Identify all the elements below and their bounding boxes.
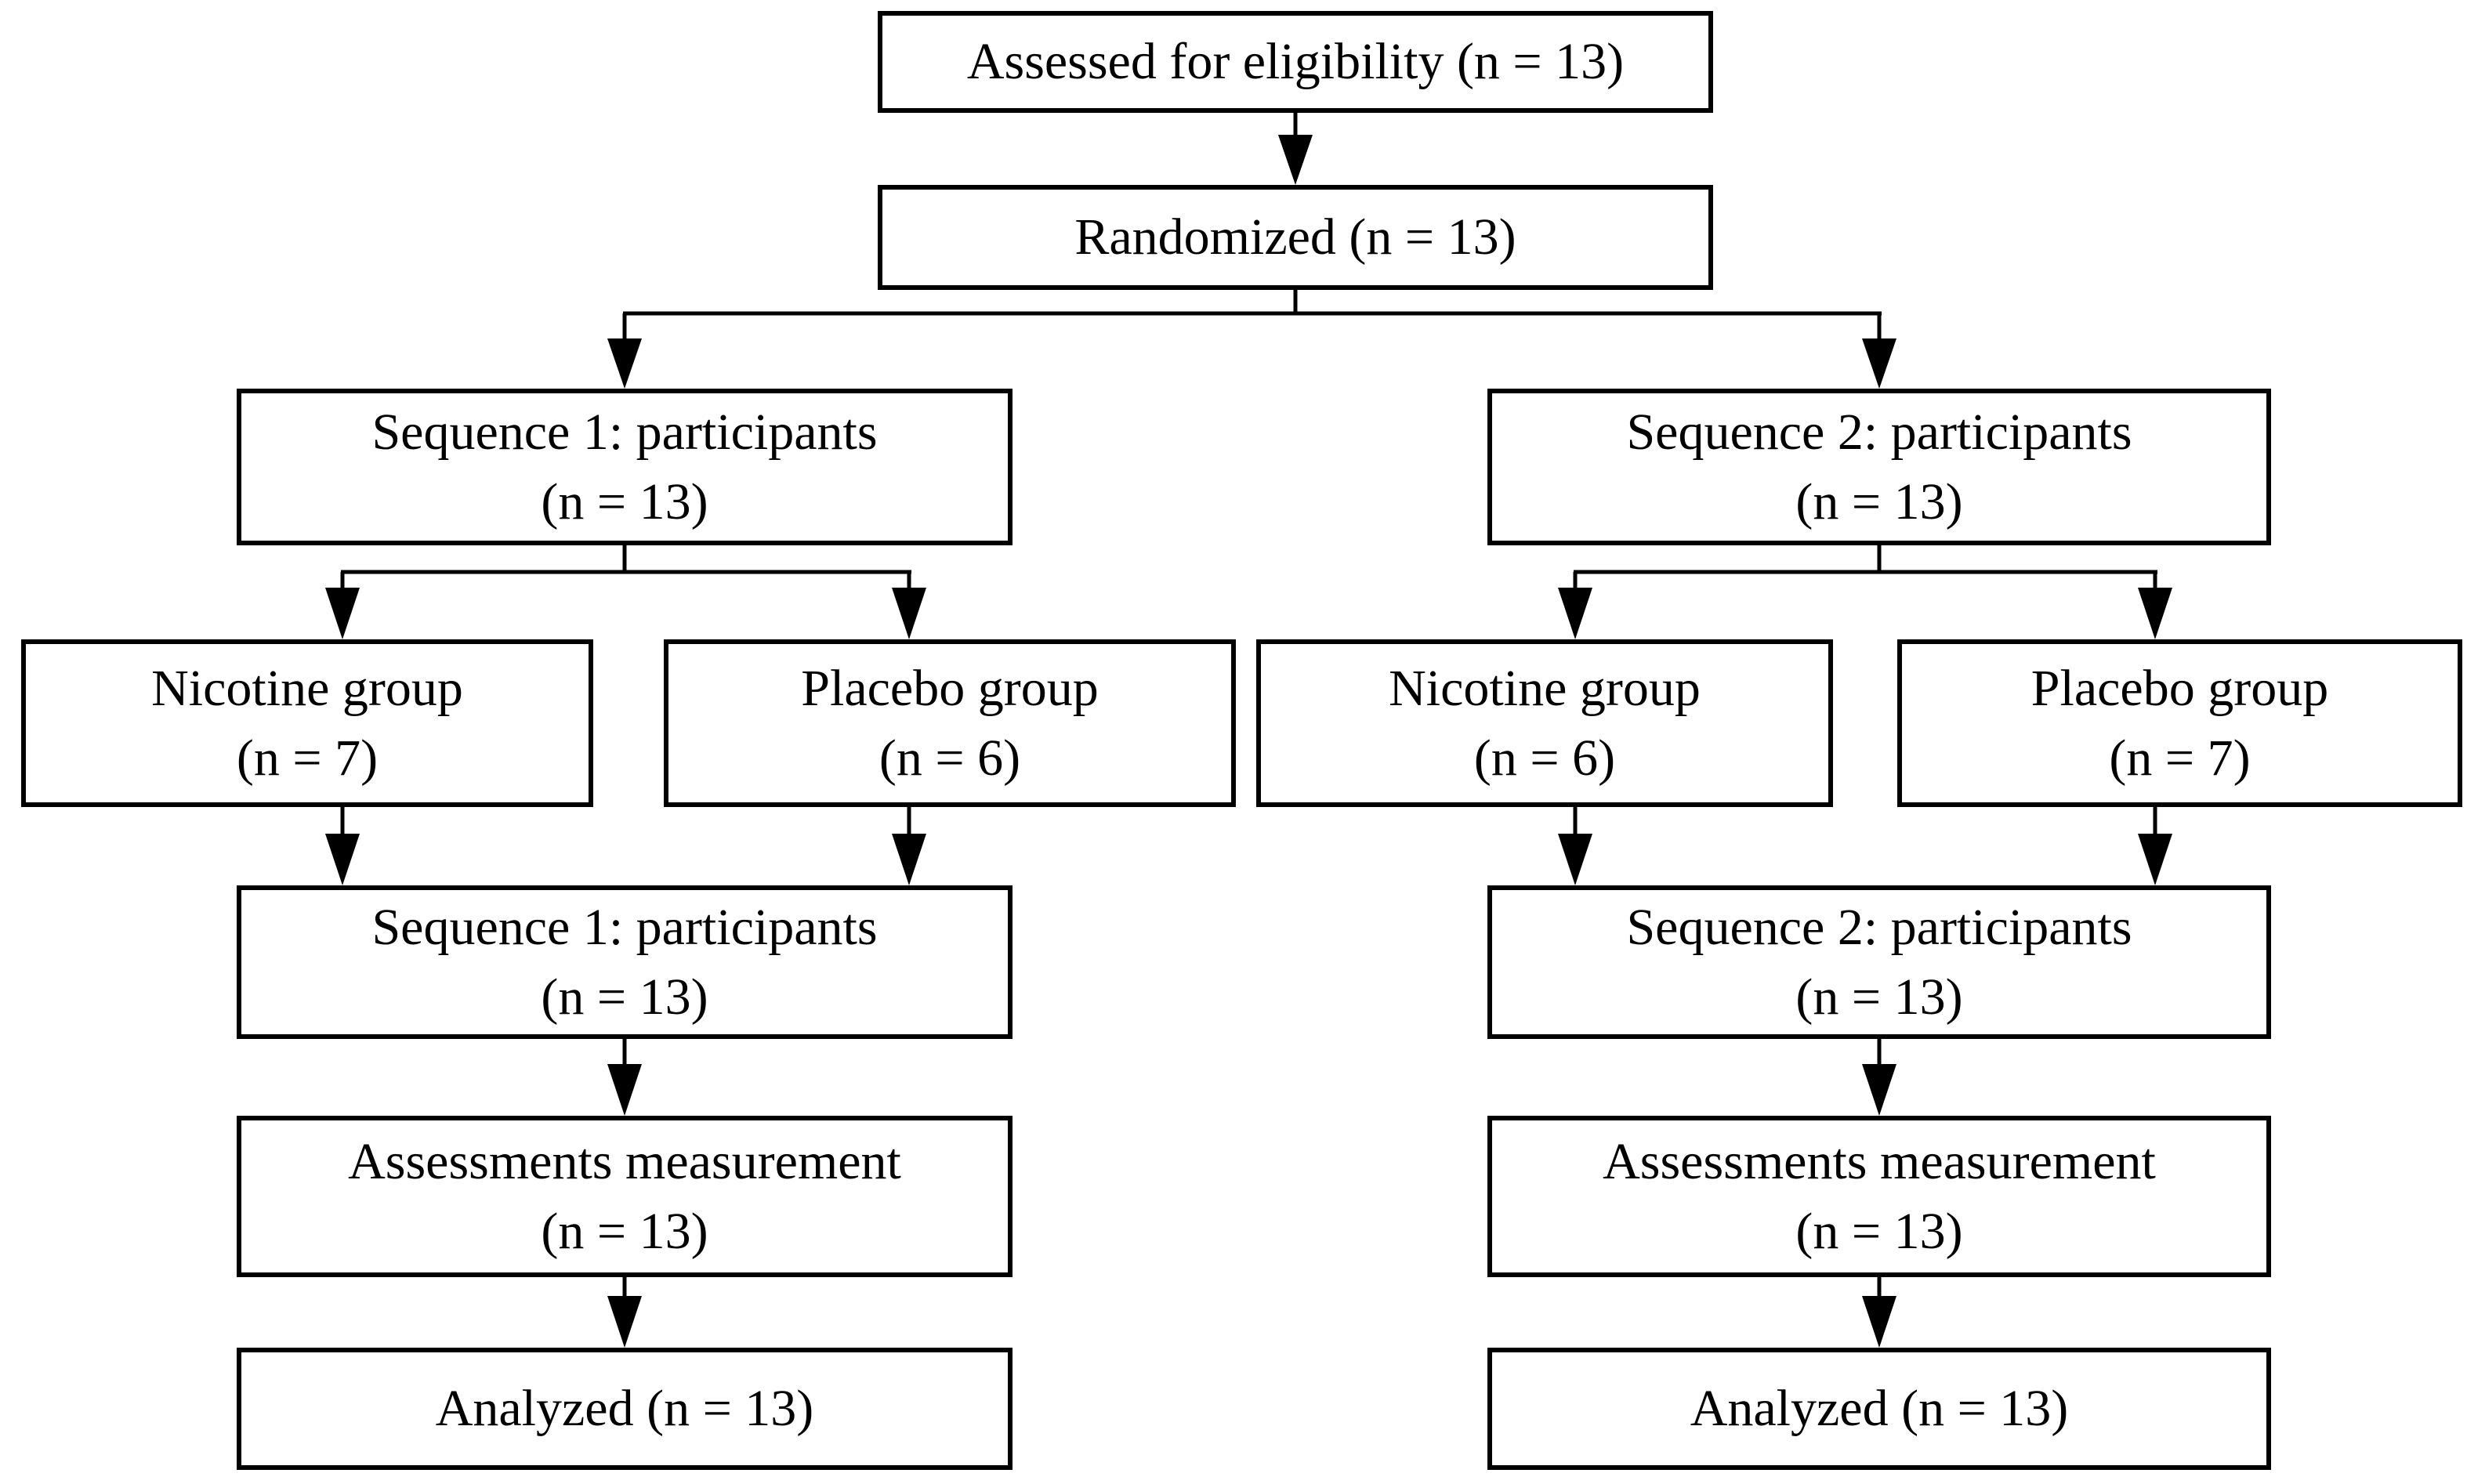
box-sequence1-period2: Sequence 1: participants (n = 13) [237, 885, 1013, 1039]
box-label-line2: (n = 13) [541, 1203, 708, 1260]
arrow-seq2-period2-to-assessments [1862, 1039, 1896, 1116]
arrow-assessed-to-randomized [1278, 113, 1313, 185]
box-label-line2: (n = 6) [878, 729, 1021, 787]
arrow-seq2-nicotine-to-period2 [1558, 807, 1592, 885]
arrow-seq1-placebo-to-period2 [892, 807, 926, 885]
box-label-line1: Nicotine group [1389, 659, 1701, 717]
box-sequence1-assessments: Assessments measurement (n = 13) [237, 1116, 1013, 1277]
box-label-line2: (n = 13) [541, 968, 708, 1026]
box-label: Analyzed (n = 13) [435, 1380, 814, 1438]
arrow-sequence2-split [1558, 545, 2172, 639]
box-sequence2-nicotine-group: Nicotine group (n = 6) [1256, 639, 1833, 807]
arrow-seq1-nicotine-to-period2 [325, 807, 360, 885]
box-label-line2: (n = 7) [2109, 729, 2251, 787]
box-sequence2-analyzed: Analyzed (n = 13) [1487, 1348, 2271, 1470]
box-label-line2: (n = 7) [236, 729, 379, 787]
box-label-line1: Sequence 2: participants [1626, 898, 2132, 956]
box-label-line2: (n = 13) [1795, 473, 1963, 530]
box-sequence2-assessments: Assessments measurement (n = 13) [1487, 1116, 2271, 1277]
box-label: Analyzed (n = 13) [1690, 1380, 2069, 1438]
box-label-line1: Placebo group [2030, 659, 2329, 717]
box-label: Assessed for eligibility (n = 13) [966, 33, 1625, 91]
box-randomized: Randomized (n = 13) [878, 185, 1713, 290]
box-label: Randomized (n = 13) [1074, 208, 1516, 266]
box-sequence2-period2: Sequence 2: participants (n = 13) [1487, 885, 2271, 1039]
box-label-line1: Assessments measurement [348, 1132, 901, 1190]
box-sequence1-allocation: Sequence 1: participants (n = 13) [237, 389, 1013, 545]
box-sequence2-allocation: Sequence 2: participants (n = 13) [1487, 389, 2271, 545]
box-label-line2: (n = 13) [1795, 968, 1963, 1026]
box-sequence1-placebo-group: Placebo group (n = 6) [664, 639, 1236, 807]
box-sequence1-nicotine-group: Nicotine group (n = 7) [21, 639, 593, 807]
arrow-seq1-assessments-to-analyzed [607, 1277, 642, 1348]
box-label-line2: (n = 13) [1795, 1203, 1963, 1260]
arrow-randomized-split [607, 290, 1896, 389]
box-assessed-eligibility: Assessed for eligibility (n = 13) [878, 11, 1713, 113]
box-label-line2: (n = 6) [1473, 729, 1616, 787]
arrow-sequence1-split [325, 545, 926, 639]
box-label-line1: Placebo group [801, 659, 1099, 717]
arrow-seq2-assessments-to-analyzed [1862, 1277, 1896, 1348]
arrow-seq2-placebo-to-period2 [2138, 807, 2172, 885]
box-label-line1: Sequence 2: participants [1626, 403, 2132, 461]
box-label-line2: (n = 13) [541, 473, 708, 530]
box-label-line1: Nicotine group [151, 659, 463, 717]
box-sequence1-analyzed: Analyzed (n = 13) [237, 1348, 1013, 1470]
box-label-line1: Assessments measurement [1603, 1132, 2156, 1190]
box-sequence2-placebo-group: Placebo group (n = 7) [1897, 639, 2462, 807]
box-label-line1: Sequence 1: participants [371, 403, 878, 461]
arrow-seq1-period2-to-assessments [607, 1039, 642, 1116]
box-label-line1: Sequence 1: participants [371, 898, 878, 956]
